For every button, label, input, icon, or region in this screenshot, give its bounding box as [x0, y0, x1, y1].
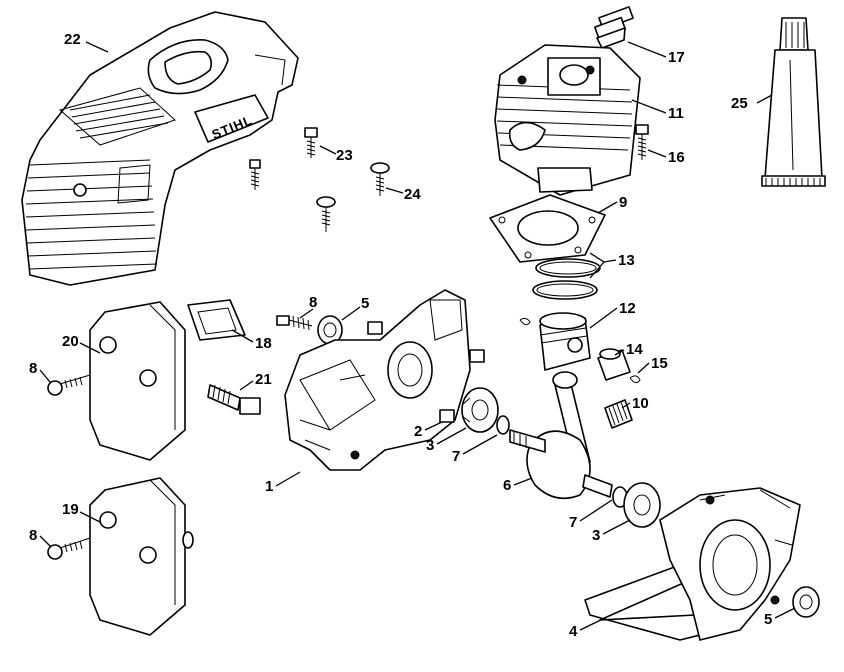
part-22-shroud[interactable]: STIHL: [21, 11, 299, 286]
callout-1: 1: [265, 478, 273, 495]
callout-14: 14: [626, 341, 643, 358]
callout-12: 12: [619, 300, 636, 317]
callout-3-bottom: 3: [592, 527, 600, 544]
callout-9: 9: [619, 194, 627, 211]
part-8-screw-mid[interactable]: [47, 374, 91, 396]
part-1-crankcase[interactable]: [284, 289, 471, 471]
part-5-seal-bottom[interactable]: [792, 586, 820, 618]
callout-13: 13: [618, 252, 635, 269]
part-2-dowel[interactable]: [439, 409, 455, 423]
part-10-needle-cage[interactable]: [604, 399, 633, 429]
callout-24: 24: [404, 186, 421, 203]
part-6-crankshaft[interactable]: [509, 371, 613, 500]
callout-16: 16: [668, 149, 685, 166]
part-19-muffler[interactable]: [89, 477, 194, 636]
part-15-circlip[interactable]: [629, 375, 641, 384]
part-8-screw-bottom[interactable]: [47, 537, 91, 560]
callout-20: 20: [62, 333, 79, 350]
part-3-bearing-bottom[interactable]: [623, 482, 661, 528]
callout-7-top: 7: [452, 448, 460, 465]
circlip-left[interactable]: [519, 317, 531, 326]
callout-17: 17: [668, 49, 685, 66]
part-7-ring-top[interactable]: [496, 415, 510, 435]
callout-5-bottom: 5: [764, 611, 772, 628]
callout-8-mid: 8: [29, 360, 37, 377]
part-12-piston[interactable]: [539, 312, 591, 371]
callout-labels: 22 23 24 17 11 16 25 9 13 12 14 15 10 8 …: [29, 31, 772, 640]
callout-4: 4: [569, 623, 578, 640]
callout-6: 6: [503, 477, 511, 494]
screw-shroud[interactable]: [249, 159, 261, 190]
part-14-piston-pin[interactable]: [597, 348, 631, 381]
callout-8-bottom: 8: [29, 527, 37, 544]
callout-8-top: 8: [309, 294, 317, 311]
callout-25: 25: [731, 95, 748, 112]
part-17-spark-plug[interactable]: [593, 6, 634, 57]
part-21-stud[interactable]: [207, 384, 261, 415]
part-20-muffler[interactable]: [89, 301, 186, 461]
part-13-rings[interactable]: [532, 258, 601, 300]
callout-11: 11: [668, 105, 684, 122]
part-16-bolt[interactable]: [635, 124, 649, 160]
callout-7-bottom: 7: [569, 514, 577, 531]
part-23-screw[interactable]: [304, 127, 318, 158]
part-3-bearing-top[interactable]: [461, 387, 499, 433]
part-9-gasket[interactable]: [489, 194, 606, 263]
callout-15: 15: [651, 355, 668, 372]
part-25-tube[interactable]: [761, 17, 826, 187]
part-24-screw[interactable]: [316, 162, 390, 232]
callout-5-top: 5: [361, 295, 369, 312]
leader-lines: [39, 41, 796, 631]
part-11-cylinder[interactable]: [494, 44, 641, 196]
dowel-top[interactable]: [367, 321, 383, 335]
part-4-crankcase-half[interactable]: [584, 487, 801, 641]
callout-19: 19: [62, 501, 79, 518]
callout-2: 2: [414, 423, 422, 440]
callout-3-top: 3: [426, 437, 434, 454]
callout-23: 23: [336, 147, 353, 164]
part-18-gasket[interactable]: [187, 299, 246, 341]
callout-18: 18: [255, 335, 272, 352]
callout-22: 22: [64, 31, 81, 48]
callout-10: 10: [632, 395, 649, 412]
dowel-mid[interactable]: [469, 349, 485, 363]
part-8-screw-top[interactable]: [276, 315, 313, 331]
callout-21: 21: [255, 371, 272, 388]
